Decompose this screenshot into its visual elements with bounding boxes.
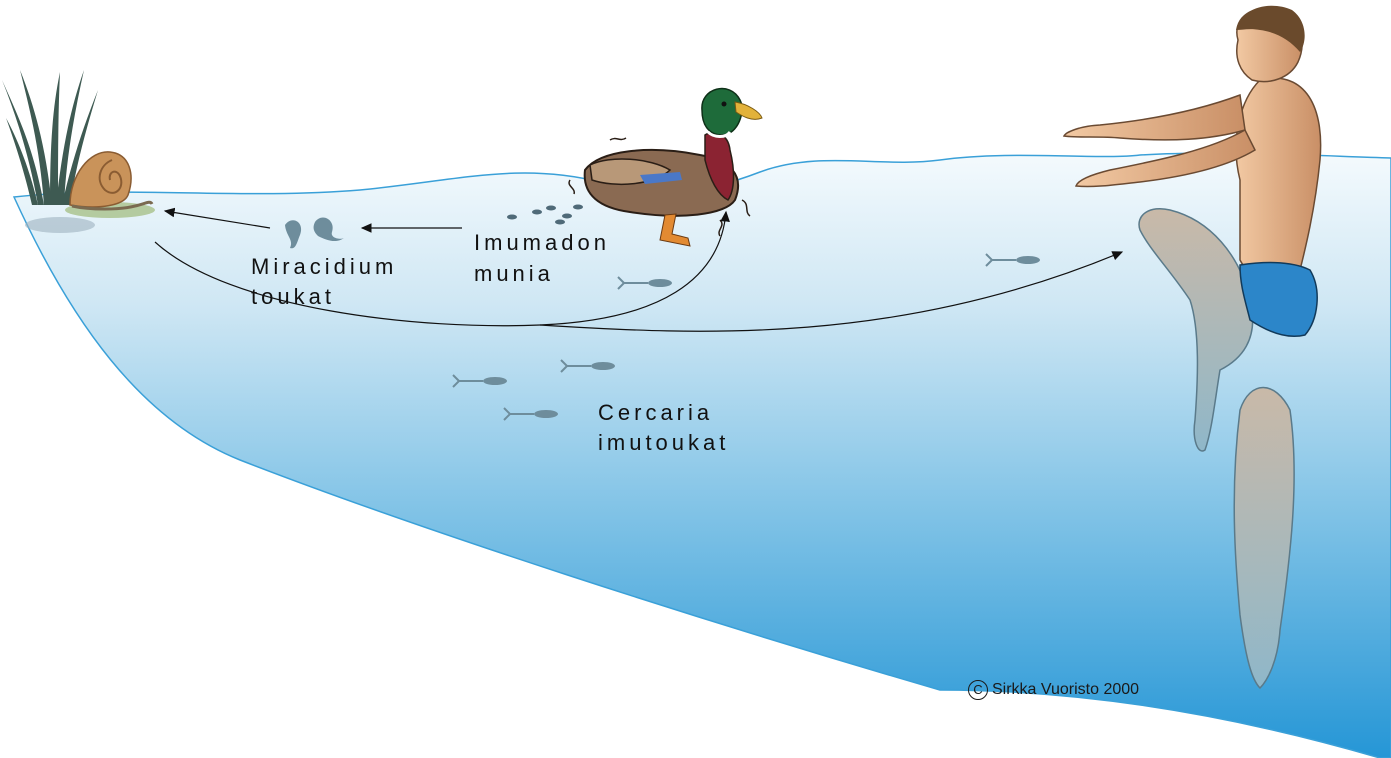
cercaria-label-line1: Cercaria: [598, 401, 713, 425]
egg-label-line2: munia: [474, 262, 554, 286]
copyright-icon: C: [968, 680, 988, 700]
miracidium-label-line1: Miracidium: [251, 255, 397, 279]
egg-label-line1: Imumadon: [474, 231, 610, 255]
cercaria-label-line2: imutoukat: [598, 431, 729, 455]
credit-text: Sirkka Vuoristo 2000: [992, 681, 1139, 698]
miracidium-label-line2: toukat: [251, 285, 335, 309]
